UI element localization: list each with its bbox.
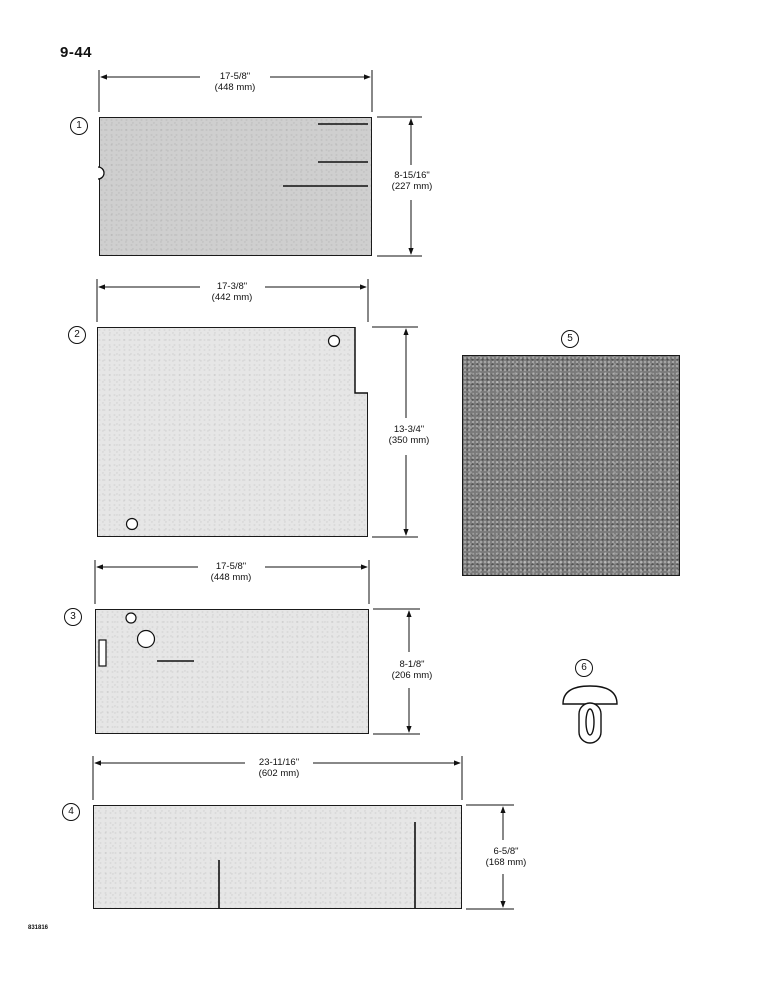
- callout-2: 2: [68, 326, 86, 344]
- callout-3: 3: [64, 608, 82, 626]
- hole: [327, 334, 341, 348]
- corner-cutout: [354, 327, 368, 394]
- panel-1-height-label: 8-15/16"(227 mm): [384, 170, 440, 192]
- panel-2: [97, 327, 368, 537]
- panel-3-width-label: 17-5/8"(448 mm): [198, 561, 264, 583]
- panel-1-width-label: 17-5/8"(448 mm): [200, 71, 270, 93]
- hole: [136, 629, 156, 649]
- figure-code: 831816: [28, 925, 49, 931]
- page-number: 9-44: [60, 44, 93, 61]
- callout-4: 4: [62, 803, 80, 821]
- panel-4: [93, 805, 462, 909]
- panel-3-height-label: 8-1/8"(206 mm): [383, 659, 441, 681]
- insulation-pad-5: [462, 355, 680, 576]
- callout-6: 6: [575, 659, 593, 677]
- notch: [97, 166, 105, 180]
- hole: [125, 612, 137, 624]
- push-pin-fastener-6: [562, 685, 618, 744]
- hole: [125, 517, 139, 531]
- panel-2-height-label: 13-3/4"(350 mm): [380, 424, 438, 446]
- slot: [98, 639, 107, 667]
- callout-5: 5: [561, 330, 579, 348]
- panel-4-width-label: 23-11/16"(602 mm): [245, 757, 313, 779]
- panel-2-width-label: 17-3/8"(442 mm): [200, 281, 264, 303]
- panel-3: [95, 609, 369, 734]
- panel-4-height-label: 6-5/8"(168 mm): [476, 846, 536, 868]
- callout-1: 1: [70, 117, 88, 135]
